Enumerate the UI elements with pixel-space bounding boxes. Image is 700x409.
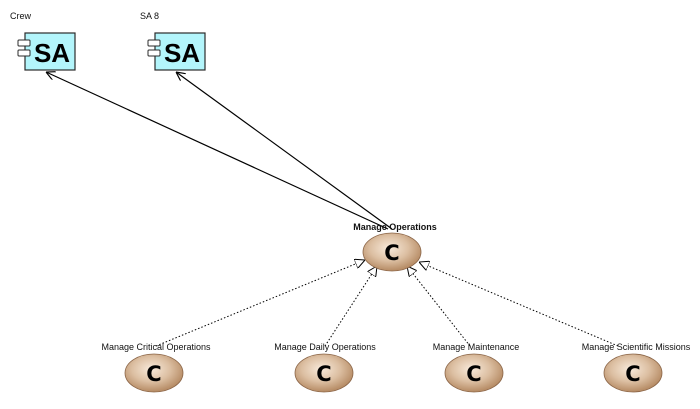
capability-label-critical: Manage Critical Operations (101, 342, 211, 352)
capability-label-scientific: Manage Scientific Missions (582, 342, 691, 352)
capability-icon: C (124, 353, 184, 393)
capability-manage-scientific-missions[interactable]: Manage Scientific Missions C (582, 342, 691, 393)
capability-icon-text: C (466, 362, 481, 386)
capability-manage-operations[interactable]: Manage Operations C (353, 222, 437, 272)
capability-label-maintenance: Manage Maintenance (433, 342, 520, 352)
actor-sa8[interactable]: SA 8 SA (140, 11, 206, 71)
capability-icon: C (362, 232, 422, 272)
capability-manage-maintenance[interactable]: Manage Maintenance C (433, 342, 520, 393)
generalization-line-maintenance[interactable] (407, 266, 471, 347)
association-line-to-sa8[interactable] (176, 72, 393, 230)
generalization-line-daily[interactable] (324, 266, 377, 347)
capability-manage-daily-operations[interactable]: Manage Daily Operations C (274, 342, 376, 393)
capability-icon-text: C (625, 362, 640, 386)
capability-icon: C (603, 353, 663, 393)
capability-manage-critical-operations[interactable]: Manage Critical Operations C (101, 342, 211, 393)
generalization-line-scientific[interactable] (419, 262, 619, 347)
actor-crew[interactable]: Crew SA (10, 11, 76, 71)
connection-layer (46, 72, 619, 347)
system-actor-icon: SA (147, 32, 206, 71)
system-actor-icon: SA (17, 32, 76, 71)
actor-icon-text: SA (34, 38, 70, 68)
capability-label-manage-operations: Manage Operations (353, 222, 437, 232)
association-line-to-crew[interactable] (46, 72, 389, 230)
capability-icon-text: C (316, 362, 331, 386)
capability-icon-text: C (384, 241, 399, 265)
actor-label-sa8: SA 8 (140, 11, 159, 21)
capability-icon: C (444, 353, 504, 393)
generalization-line-critical[interactable] (155, 260, 365, 347)
actor-label-crew: Crew (10, 11, 32, 21)
capability-icon: C (294, 353, 354, 393)
capability-label-daily: Manage Daily Operations (274, 342, 376, 352)
actor-icon-text: SA (164, 38, 200, 68)
capability-icon-text: C (146, 362, 161, 386)
